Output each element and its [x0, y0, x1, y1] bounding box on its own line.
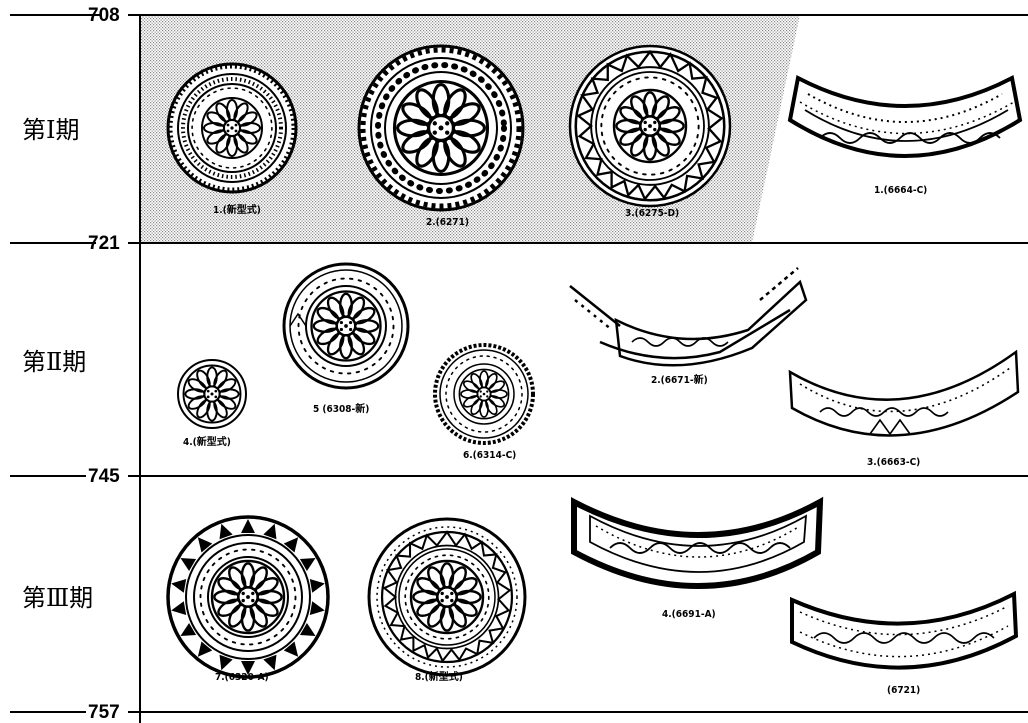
- round-tile-p2-6: [435, 345, 533, 443]
- round-tile-p1-2: [359, 46, 523, 210]
- period-2-label: 第Ⅱ期: [22, 350, 86, 374]
- caption-p3-flat-5: (6721): [887, 686, 920, 696]
- caption-p1-round-1: 1.(新型式): [213, 206, 261, 216]
- year-757: 757: [88, 703, 120, 722]
- flat-tile-p2-3: [790, 352, 1018, 435]
- caption-p3-flat-4: 4.(6691-A): [662, 610, 716, 620]
- round-tile-p3-7: [168, 517, 328, 677]
- caption-p2-round-4: 4.(新型式): [183, 438, 231, 448]
- flat-tile-p3-5: [792, 594, 1016, 668]
- period-3-label: 第Ⅲ期: [22, 586, 93, 610]
- year-721: 721: [88, 234, 120, 253]
- year-745: 745: [88, 467, 120, 486]
- year-708: 708: [88, 6, 120, 25]
- round-tile-p2-4: [178, 360, 246, 428]
- flat-tile-p3-4: [574, 502, 820, 586]
- caption-p2-flat-2: 2.(6671-新): [651, 376, 708, 386]
- caption-p1-flat-1: 1.(6664-C): [874, 186, 927, 196]
- round-tile-p2-5: [284, 264, 408, 388]
- caption-p2-round-6: 6.(6314-C): [463, 451, 516, 461]
- caption-p2-flat-3: 3.(6663-C): [867, 458, 920, 468]
- caption-p3-round-8: 8.(新型式): [415, 673, 463, 683]
- flat-tile-p2-2: [570, 268, 806, 365]
- flat-tile-p1-1: [790, 78, 1020, 156]
- round-tile-p1-1: [168, 64, 296, 192]
- caption-p2-round-5: 5 (6308-新): [313, 405, 369, 415]
- caption-p1-round-3: 3.(6275-D): [625, 209, 679, 219]
- caption-p1-round-2: 2.(6271): [426, 218, 469, 228]
- round-tile-p3-8: [369, 519, 525, 675]
- round-tile-p1-3: [570, 46, 730, 206]
- period-1-label: 第Ⅰ期: [22, 118, 79, 142]
- caption-p3-round-7: 7.(6320-A): [215, 673, 269, 683]
